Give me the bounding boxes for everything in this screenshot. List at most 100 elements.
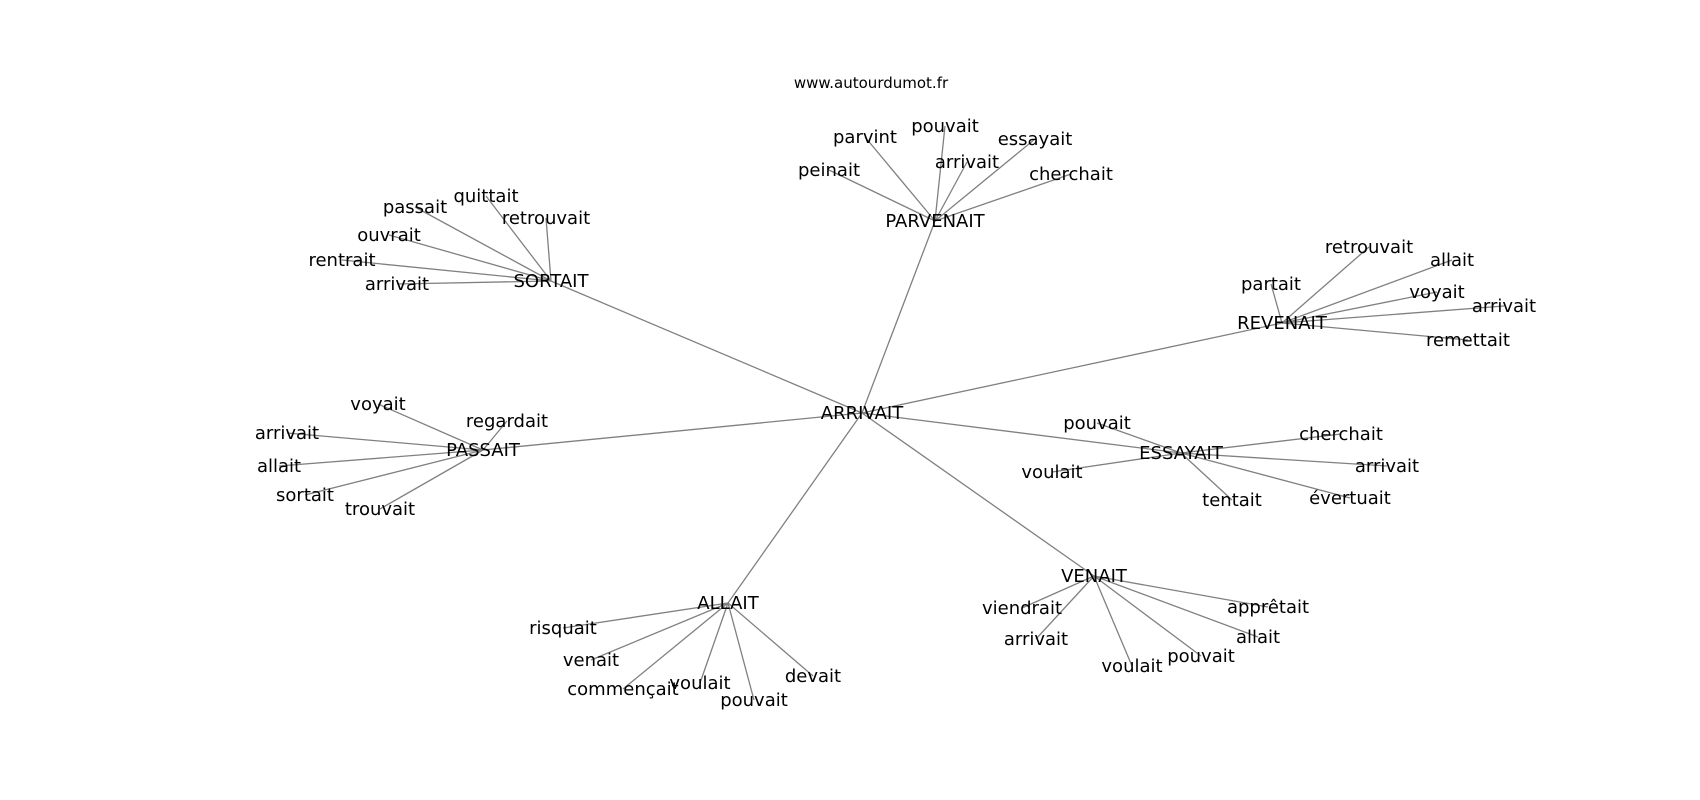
leaf-node-label: allait bbox=[257, 456, 301, 477]
leaf-node-label: tentait bbox=[1202, 490, 1262, 511]
leaf-node-label: arrivait bbox=[1004, 629, 1068, 650]
edge-revenait-4 bbox=[1281, 305, 1505, 324]
edge-revenait-0 bbox=[1281, 246, 1370, 324]
hub-node-label-allait: ALLAIT bbox=[697, 593, 759, 614]
leaf-node-label: arrivait bbox=[255, 423, 319, 444]
leaf-node-label: cherchait bbox=[1299, 424, 1383, 445]
graph-labels: www.autourdumot.fr ARRIVAIT PARVENAIT parv… bbox=[255, 74, 1536, 711]
edge-sortait-3 bbox=[388, 234, 552, 282]
leaf-node-label: remettait bbox=[1426, 330, 1510, 351]
leaf-node-label: voyait bbox=[1409, 282, 1464, 303]
leaf-node-label: retrouvait bbox=[1325, 237, 1413, 258]
leaf-node-label: pouvait bbox=[1063, 413, 1131, 434]
edge-essayait-5 bbox=[1180, 452, 1351, 499]
leaf-node-label: sortait bbox=[276, 485, 334, 506]
edge-passait-0 bbox=[377, 403, 484, 451]
edge-venait-5 bbox=[1093, 575, 1202, 657]
edge-allait-1 bbox=[590, 602, 729, 661]
edge-revenait-5 bbox=[1281, 322, 1469, 341]
edge-passait-5 bbox=[379, 449, 484, 510]
leaf-node-label: devait bbox=[785, 666, 841, 687]
edge-sortait-1 bbox=[414, 206, 552, 282]
leaf-node-label: partait bbox=[1241, 274, 1301, 295]
edge-sortait-5 bbox=[396, 280, 552, 285]
leaf-node-label: voulait bbox=[1021, 462, 1082, 483]
edge-passait-1 bbox=[482, 420, 508, 451]
edge-allait-3 bbox=[699, 602, 729, 684]
edge-parvenait-3 bbox=[828, 169, 936, 222]
leaf-node-label: trouvait bbox=[345, 499, 415, 520]
leaf-node-label: pouvait bbox=[911, 116, 979, 137]
leaf-node-label: pouvait bbox=[1167, 646, 1235, 667]
leaf-node-label: passait bbox=[383, 197, 447, 218]
edge-essayait-4 bbox=[1180, 452, 1233, 501]
hub-node-label-revenait: REVENAIT bbox=[1237, 313, 1328, 334]
leaf-node-label: ouvrait bbox=[357, 225, 421, 246]
leaf-node-label: arrivait bbox=[365, 274, 429, 295]
site-watermark: www.autourdumot.fr bbox=[794, 74, 949, 92]
leaf-node-label: évertuait bbox=[1309, 488, 1391, 509]
graph-edges bbox=[278, 125, 1505, 701]
edge-parvenait-4 bbox=[934, 161, 968, 222]
leaf-node-label: retrouvait bbox=[502, 208, 590, 229]
hub-node-label-essayait: ESSAYAIT bbox=[1139, 443, 1224, 464]
edge-sortait-2 bbox=[545, 217, 552, 282]
edge-essayait-0 bbox=[1096, 422, 1182, 454]
edge-venait-1 bbox=[1093, 575, 1269, 608]
edge-sortait-0 bbox=[485, 195, 552, 282]
leaf-node-label: viendrait bbox=[982, 598, 1062, 619]
edge-passait-2 bbox=[286, 432, 484, 451]
edge-center-venait bbox=[861, 412, 1095, 577]
leaf-node-label: commençait bbox=[567, 679, 678, 700]
leaf-node-label: pouvait bbox=[720, 690, 788, 711]
edge-sortait-4 bbox=[341, 259, 552, 282]
edge-center-parvenait bbox=[861, 220, 936, 414]
leaf-node-label: essayait bbox=[998, 129, 1073, 150]
leaf-node-label: arrivait bbox=[1355, 456, 1419, 477]
leaf-node-label: voulait bbox=[1101, 656, 1162, 677]
leaf-node-label: parvint bbox=[833, 127, 897, 148]
leaf-node-label: venait bbox=[563, 650, 619, 671]
leaf-node-label: risquait bbox=[529, 618, 597, 639]
edge-passait-4 bbox=[304, 449, 484, 496]
edge-allait-2 bbox=[622, 602, 729, 690]
edge-allait-4 bbox=[727, 602, 755, 701]
edge-venait-0 bbox=[1021, 575, 1095, 609]
hub-node-label-passait: PASSAIT bbox=[446, 440, 521, 461]
edge-center-revenait bbox=[861, 322, 1283, 414]
leaf-node-label: quittait bbox=[453, 186, 518, 207]
leaf-node-label: peinait bbox=[798, 160, 860, 181]
edge-venait-2 bbox=[1035, 575, 1095, 640]
hub-node-label-venait: VENAIT bbox=[1061, 566, 1128, 587]
leaf-node-label: allait bbox=[1430, 250, 1474, 271]
edge-center-sortait bbox=[550, 280, 863, 414]
edge-parvenait-1 bbox=[934, 125, 946, 222]
edge-center-essayait bbox=[861, 412, 1182, 454]
edge-allait-0 bbox=[562, 602, 729, 629]
edge-allait-5 bbox=[727, 602, 814, 677]
edge-parvenait-0 bbox=[864, 136, 936, 222]
leaf-node-label: allait bbox=[1236, 627, 1280, 648]
edge-parvenait-2 bbox=[934, 138, 1036, 222]
edge-passait-3 bbox=[278, 449, 484, 467]
leaf-node-label: voyait bbox=[350, 394, 405, 415]
leaf-node-label: cherchait bbox=[1029, 164, 1113, 185]
center-node-label: ARRIVAIT bbox=[821, 403, 904, 424]
leaf-node-label: regardait bbox=[466, 411, 548, 432]
edge-center-allait bbox=[727, 412, 863, 604]
edge-essayait-1 bbox=[1180, 433, 1342, 454]
edge-essayait-2 bbox=[1051, 452, 1182, 473]
leaf-node-label: rentrait bbox=[308, 250, 375, 271]
hub-node-label-sortait: SORTAIT bbox=[513, 271, 589, 292]
hub-node-label-parvenait: PARVENAIT bbox=[885, 211, 985, 232]
leaf-node-label: arrivait bbox=[935, 152, 999, 173]
leaf-node-label: apprêtait bbox=[1227, 597, 1309, 618]
edge-revenait-1 bbox=[1281, 259, 1453, 324]
edge-center-passait bbox=[482, 412, 863, 451]
leaf-node-label: arrivait bbox=[1472, 296, 1536, 317]
edge-revenait-2 bbox=[1270, 283, 1283, 324]
leaf-node-label: voulait bbox=[669, 673, 730, 694]
edge-revenait-3 bbox=[1281, 291, 1438, 324]
edge-venait-4 bbox=[1093, 575, 1133, 667]
